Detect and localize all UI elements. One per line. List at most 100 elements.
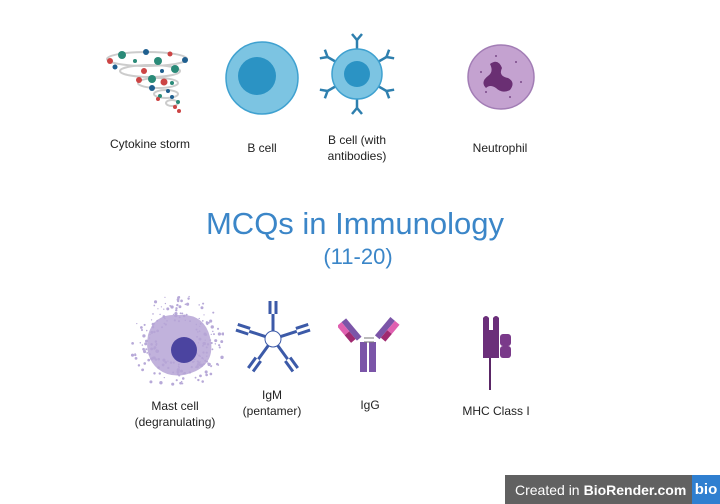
- granule: [204, 370, 208, 374]
- granule: [164, 296, 166, 299]
- granule: [201, 320, 204, 322]
- granule: [198, 317, 200, 320]
- mast-cell-icon: [130, 295, 224, 386]
- b-cell-antibodies-label: B cell (with antibodies): [328, 132, 387, 164]
- granule: [181, 377, 185, 380]
- granule: [146, 351, 149, 354]
- label-line-1: IgM: [261, 388, 282, 402]
- granule: [203, 314, 205, 316]
- page-subtitle: (11-20): [323, 244, 393, 269]
- granule: [186, 302, 190, 306]
- granule: [201, 380, 204, 383]
- granule: [221, 333, 223, 335]
- granule: [198, 304, 200, 306]
- granule: [159, 381, 163, 385]
- granule: [145, 348, 148, 351]
- granule: [212, 311, 215, 314]
- granule: [144, 342, 147, 345]
- granule: [163, 376, 166, 379]
- granule: [163, 308, 165, 310]
- granule: [159, 313, 161, 316]
- granule: [214, 343, 217, 345]
- granule: [180, 380, 183, 383]
- granule: [210, 365, 212, 368]
- granule: [152, 313, 154, 315]
- granule: [174, 311, 178, 316]
- granule: [143, 362, 147, 365]
- mhc-class-i-icon: [483, 316, 511, 390]
- page-title: MCQs in Immunology: [205, 206, 505, 241]
- granule: [205, 321, 209, 324]
- badge-prefix: Created in: [515, 481, 580, 498]
- cytokine-storm-label: Cytokine storm: [109, 137, 191, 151]
- granule: [134, 353, 136, 355]
- granule: [199, 374, 202, 378]
- b-cell-icon: [225, 41, 299, 115]
- b-cell-label: B cell: [247, 141, 277, 155]
- granule: [218, 344, 221, 347]
- granule: [213, 333, 215, 336]
- granule: [209, 319, 213, 323]
- granule: [210, 325, 214, 329]
- granule: [176, 303, 179, 307]
- granule: [175, 307, 178, 310]
- granule: [220, 355, 224, 359]
- granule: [207, 321, 210, 324]
- granule: [149, 380, 153, 384]
- granule: [153, 300, 158, 304]
- granule: [212, 330, 214, 333]
- badge-brand: BioRender.com: [583, 481, 687, 498]
- granule: [153, 372, 156, 375]
- granule: [145, 329, 148, 332]
- neutrophil-label: Neutrophil: [472, 141, 528, 155]
- granule: [181, 312, 184, 315]
- granule: [133, 353, 137, 357]
- label-line-1: B cell (with: [327, 133, 386, 147]
- granule: [150, 319, 153, 321]
- granule: [142, 334, 146, 338]
- granule: [141, 368, 144, 372]
- granule: [215, 339, 218, 342]
- b-cell-antibodies-icon: [319, 33, 395, 115]
- igm-label: IgM (pentamer): [243, 387, 302, 419]
- granule: [180, 299, 183, 303]
- granule: [158, 372, 162, 375]
- igg-label: IgG: [360, 398, 380, 412]
- granule: [171, 382, 175, 386]
- granule: [141, 344, 144, 346]
- igg-icon: [338, 317, 400, 372]
- granule: [166, 307, 170, 311]
- granule: [140, 326, 143, 329]
- neutrophil-icon: [467, 44, 535, 110]
- granule: [187, 297, 190, 300]
- granule: [206, 323, 209, 326]
- granule: [197, 378, 200, 382]
- granule: [137, 364, 141, 367]
- granule: [218, 346, 221, 349]
- granule: [175, 309, 178, 312]
- granule: [210, 333, 212, 335]
- granule: [220, 340, 224, 343]
- granule: [175, 379, 178, 382]
- granule: [205, 373, 208, 377]
- mast-cell-label: Mast cell(degranulating): [135, 398, 216, 430]
- granule: [172, 313, 175, 316]
- granule: [164, 302, 167, 305]
- granule: [130, 353, 135, 357]
- granule: [211, 348, 214, 351]
- granule: [136, 322, 138, 325]
- granule: [170, 305, 174, 309]
- granule: [142, 347, 145, 351]
- granule: [143, 323, 146, 326]
- biorender-logo: bio: [692, 475, 720, 504]
- label-line-2: (degranulating): [134, 415, 216, 429]
- igm-pentamer-icon: [235, 301, 311, 373]
- granule: [177, 296, 180, 300]
- granule: [217, 332, 222, 336]
- label-line-2: antibodies): [327, 149, 387, 163]
- label-line-2: (pentamer): [242, 404, 302, 418]
- mhc-class-i-label: MHC Class I: [462, 404, 530, 418]
- granule: [188, 295, 190, 298]
